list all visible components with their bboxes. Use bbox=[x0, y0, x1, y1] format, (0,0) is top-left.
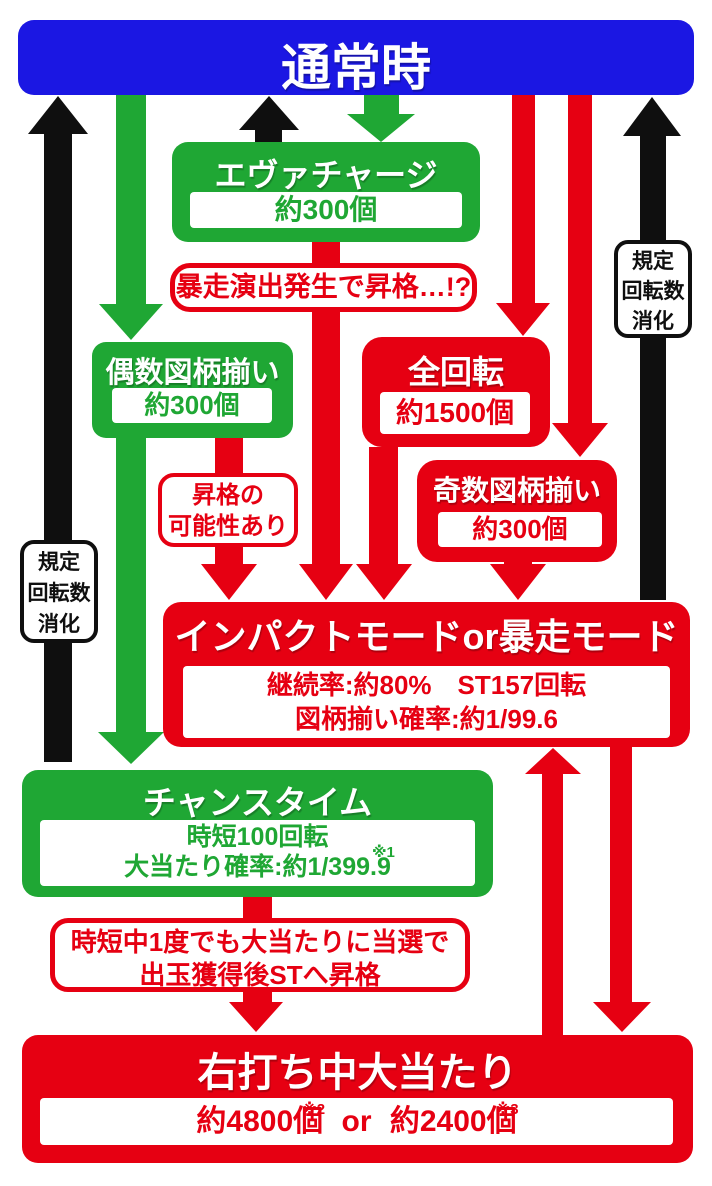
arrow-banner-to-even-head-icon bbox=[99, 304, 163, 340]
arrow-odd-to-impact-head-icon bbox=[490, 564, 546, 600]
arrow-impact-to-migiuchi-head-icon bbox=[593, 1002, 651, 1032]
odd-symbols-title: 奇数図柄揃い bbox=[432, 475, 601, 506]
label-regulation-left: 規定 回転数 消化 bbox=[20, 540, 98, 643]
arrow-even-to-chance-shaft bbox=[116, 438, 146, 734]
box-migiuchi-jackpot: 右打ち中大当たり 約4800個※2 or 約2400個※3 bbox=[22, 1035, 693, 1163]
chance-time-stats: 時短100回転 大当たり確率:約1/399.9※1 bbox=[40, 820, 475, 886]
arrow-banner-to-zenkaiten-head-icon bbox=[496, 303, 550, 336]
box-eva-charge: エヴァチャージ 約300個 bbox=[172, 142, 480, 242]
arrow-banner-to-eva-shaft bbox=[364, 93, 399, 116]
box-impact-mode: インパクトモードor暴走モード 継続率:約80% ST157回転 図柄揃い確率:… bbox=[163, 602, 690, 747]
even-symbols-title: 偶数図柄揃い bbox=[105, 357, 280, 389]
label-jitan-line1: 時短中1度でも大当たりに当選で bbox=[70, 927, 450, 957]
label-bousou-promotion: 暴走演出発生で昇格…!? bbox=[170, 263, 477, 312]
regulation-right-line1: 規定 bbox=[632, 250, 674, 273]
arrow-chance-to-migiuchi-head-icon bbox=[229, 1002, 283, 1032]
arrow-even-to-impact-head-icon bbox=[201, 564, 257, 600]
banner-title: 通常時 bbox=[281, 40, 431, 96]
arrow-even-to-chance-head-icon bbox=[98, 732, 164, 764]
odd-symbols-value: 約300個 bbox=[438, 512, 602, 547]
label-bousou-text: 暴走演出発生で昇格…!? bbox=[175, 272, 472, 302]
chance-time-note: ※1 bbox=[371, 844, 395, 861]
arrow-banner-to-even-shaft bbox=[116, 93, 146, 306]
arrow-eva-to-banner-head-icon bbox=[239, 96, 299, 130]
migiuchi-note-left: ※2 bbox=[302, 1101, 326, 1118]
even-symbols-value: 約300個 bbox=[112, 388, 272, 423]
eva-charge-value: 約300個 bbox=[190, 192, 462, 228]
box-even-symbols: 偶数図柄揃い 約300個 bbox=[92, 342, 293, 438]
arrow-right-regulation-shaft bbox=[640, 136, 666, 600]
migiuchi-value-or: or bbox=[341, 1105, 372, 1138]
arrow-left-regulation-shaft bbox=[44, 134, 72, 762]
arrow-eva-to-banner-shaft bbox=[255, 128, 282, 144]
impact-mode-title: インパクトモードor暴走モード bbox=[174, 616, 679, 657]
migiuchi-title: 右打ち中大当たり bbox=[197, 1051, 518, 1095]
arrow-banner-to-odd-shaft bbox=[568, 93, 592, 425]
arrow-banner-to-zenkaiten-shaft bbox=[512, 93, 535, 305]
arrow-banner-to-odd-head-icon bbox=[552, 423, 608, 457]
arrow-migiuchi-to-impact-shaft bbox=[542, 772, 563, 1035]
regulation-left-line2: 回転数 bbox=[27, 582, 91, 605]
arrow-zenkaiten-to-impact-shaft bbox=[369, 447, 398, 565]
label-shoukaku-possibility: 昇格の 可能性あり bbox=[158, 473, 298, 547]
label-shoukaku-line1: 昇格の bbox=[192, 482, 264, 509]
arrow-banner-to-eva-head-icon bbox=[347, 114, 415, 142]
arrow-eva-to-impact-head-icon bbox=[299, 564, 353, 600]
box-odd-symbols: 奇数図柄揃い 約300個 bbox=[417, 460, 617, 562]
chance-time-line2: 大当たり確率:約1/399.9 bbox=[124, 853, 391, 881]
migiuchi-value-right: 約2400個 bbox=[389, 1105, 517, 1138]
impact-mode-stats: 継続率:約80% ST157回転 図柄揃い確率:約1/99.6 bbox=[183, 666, 670, 738]
regulation-left-line1: 規定 bbox=[38, 551, 80, 574]
regulation-left-line3: 消化 bbox=[38, 613, 80, 636]
zenkaiten-title: 全回転 bbox=[407, 354, 504, 390]
migiuchi-values: 約4800個※2 or 約2400個※3 bbox=[40, 1098, 673, 1145]
arrow-left-regulation-head-icon bbox=[28, 96, 88, 134]
banner-normal-mode: 通常時 bbox=[18, 20, 694, 96]
arrow-zenkaiten-to-impact-head-icon bbox=[356, 564, 412, 600]
label-shoukaku-line2: 可能性あり bbox=[168, 513, 288, 540]
regulation-right-line2: 回転数 bbox=[621, 280, 685, 303]
label-jitan-promotion: 時短中1度でも大当たりに当選で 出玉獲得後STへ昇格 bbox=[50, 918, 470, 992]
arrow-right-regulation-head-icon bbox=[623, 97, 681, 136]
migiuchi-value-left: 約4800個 bbox=[196, 1105, 324, 1138]
migiuchi-note-right: ※3 bbox=[495, 1101, 519, 1118]
arrow-migiuchi-to-impact-head-icon bbox=[525, 748, 581, 774]
chance-time-title: チャンスタイム bbox=[142, 784, 373, 821]
box-zenkaiten: 全回転 約1500個 bbox=[362, 337, 550, 447]
chance-time-line1: 時短100回転 bbox=[186, 823, 329, 851]
eva-charge-title: エヴァチャージ bbox=[214, 157, 438, 193]
label-jitan-line2: 出玉獲得後STへ昇格 bbox=[139, 960, 381, 990]
regulation-right-line3: 消化 bbox=[632, 310, 674, 333]
arrow-impact-to-migiuchi-shaft bbox=[610, 747, 632, 1004]
box-chance-time: チャンスタイム 時短100回転 大当たり確率:約1/399.9※1 bbox=[22, 770, 493, 897]
impact-mode-line2: 図柄揃い確率:約1/99.6 bbox=[295, 704, 558, 734]
zenkaiten-value: 約1500個 bbox=[380, 392, 530, 434]
label-regulation-right: 規定 回転数 消化 bbox=[614, 240, 692, 338]
chance-time-line2-wrap: 大当たり確率:約1/399.9※1 bbox=[40, 844, 475, 882]
impact-mode-line1: 継続率:約80% ST157回転 bbox=[266, 670, 587, 700]
